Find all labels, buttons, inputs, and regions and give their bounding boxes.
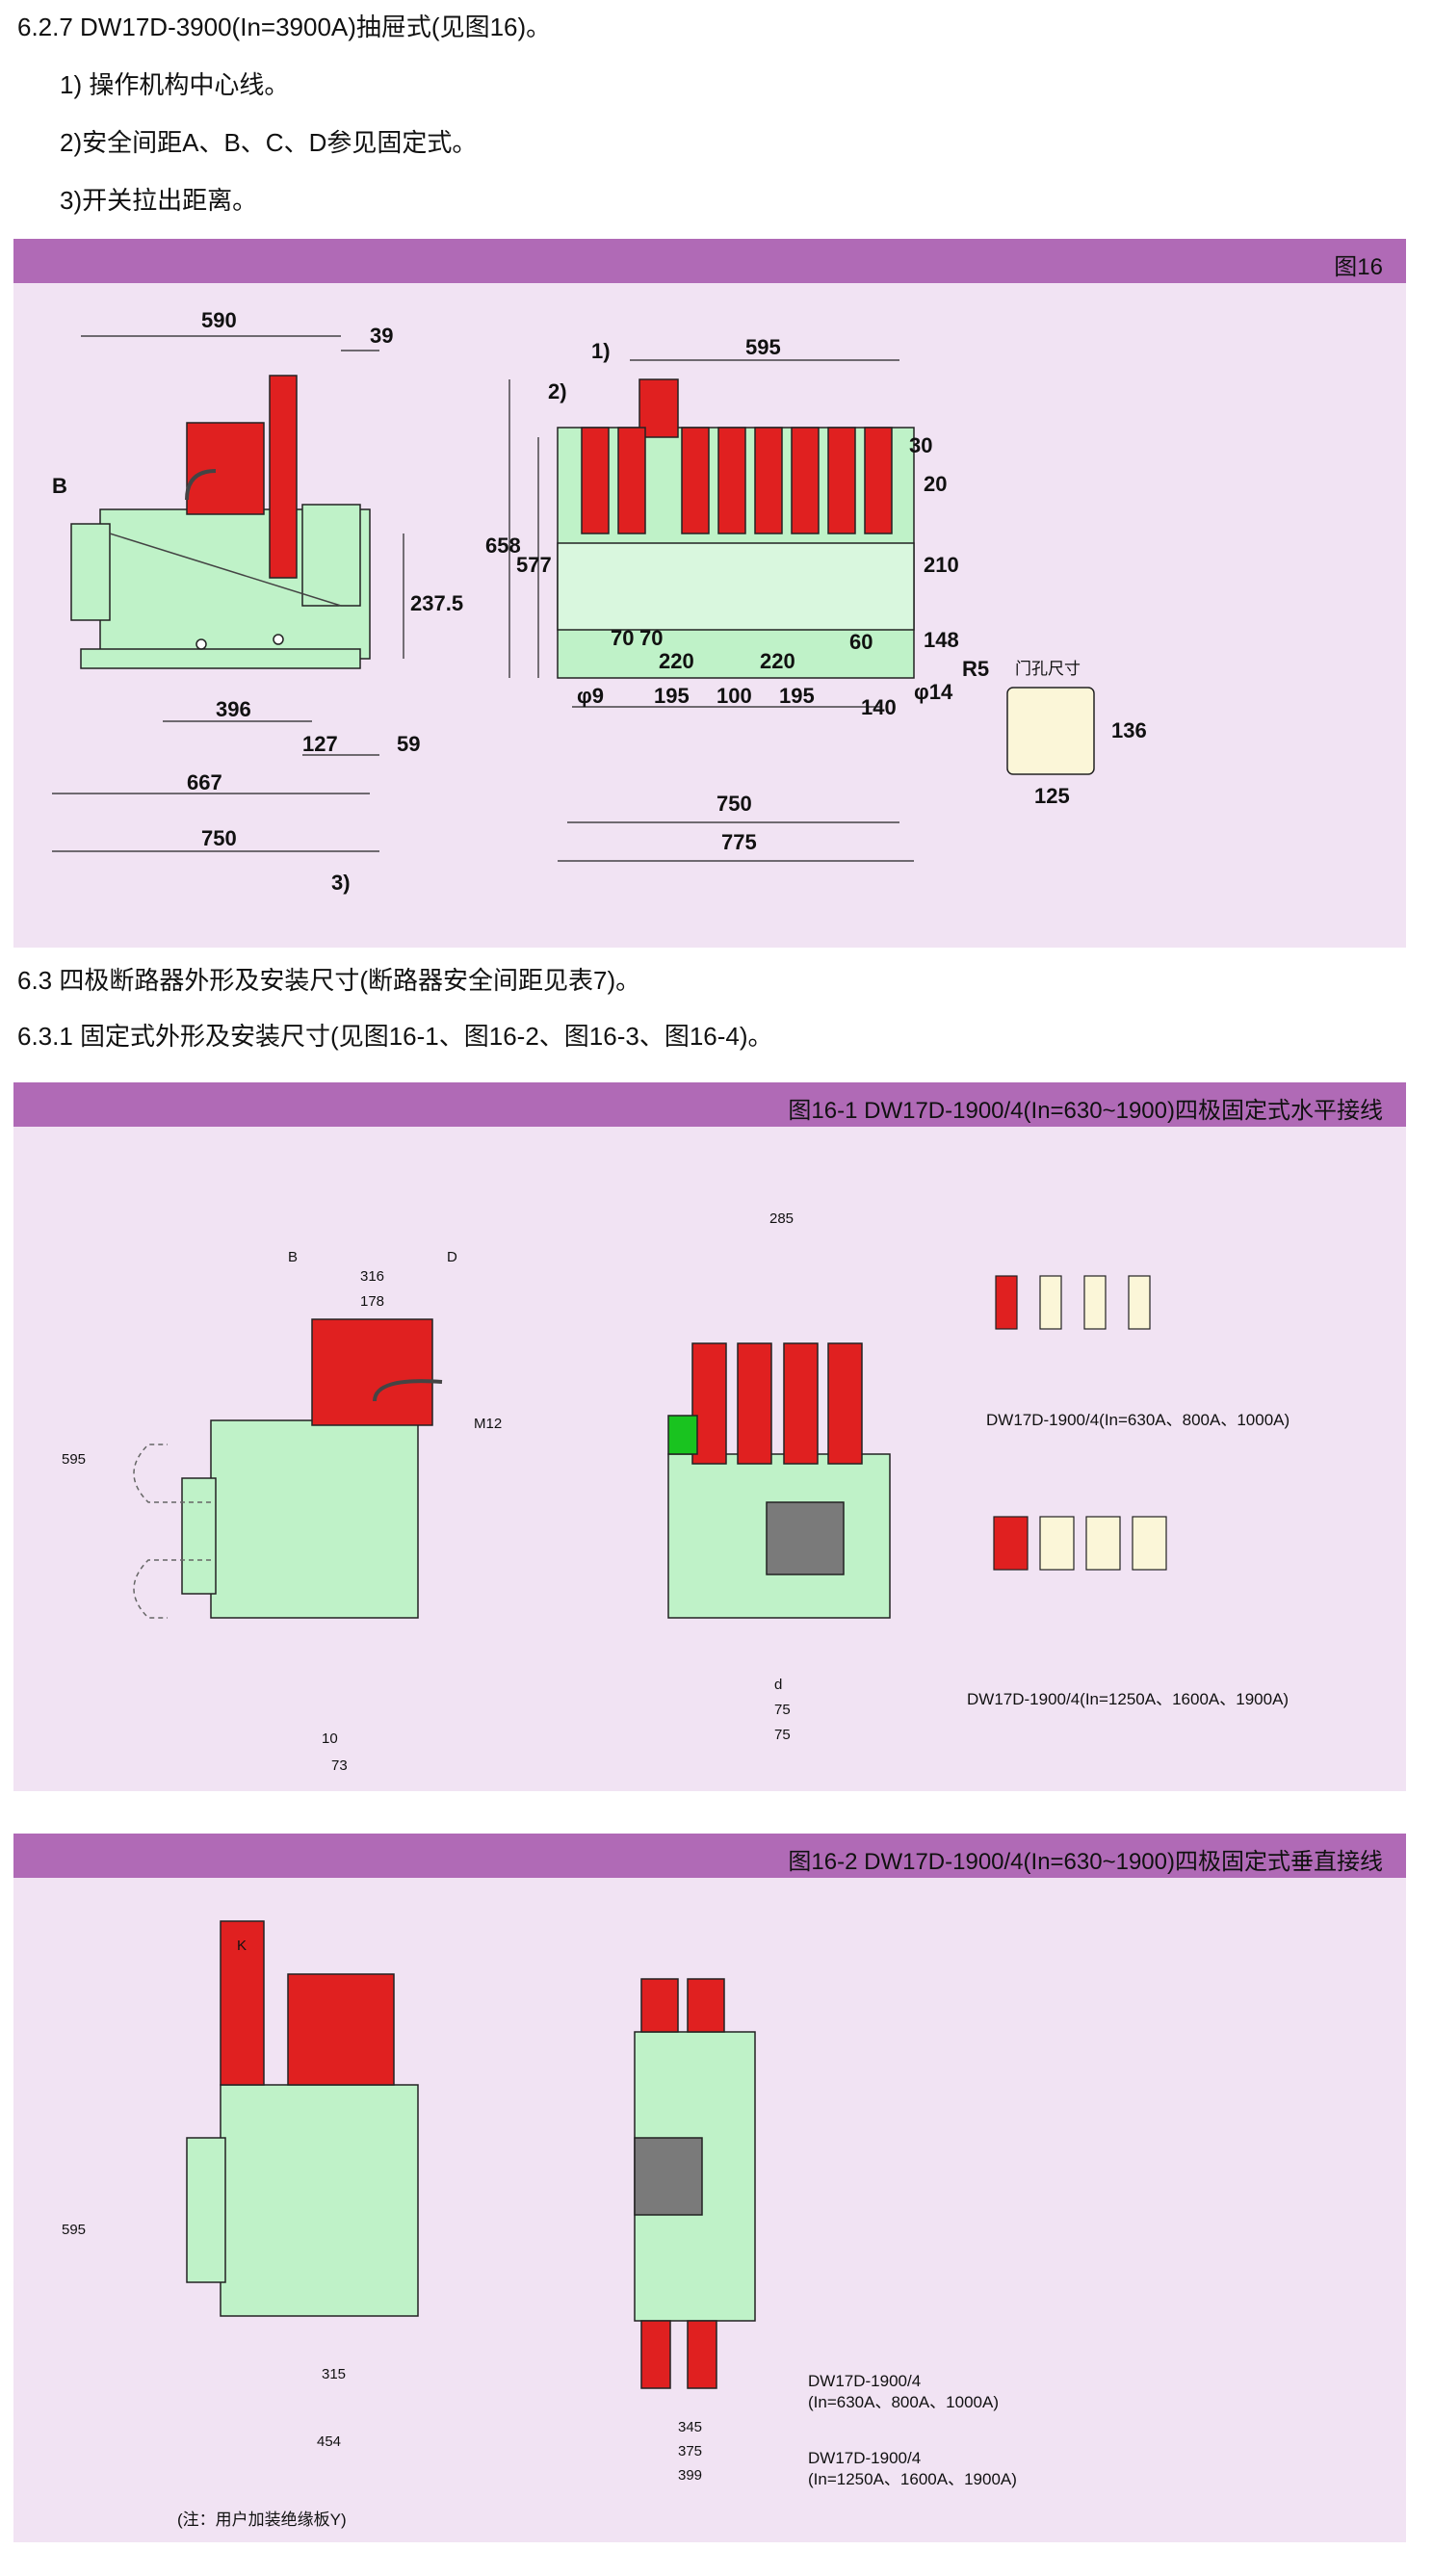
dim-59: 59: [397, 732, 420, 756]
dim-b: B: [288, 1249, 298, 1265]
caption-2: DW17D-1900/4(In=1250A、1600A、1900A): [967, 1690, 1289, 1708]
figure-16-2-panel: K 595 315 454 345 375 399 DW17D-1900/4 (…: [13, 1878, 1406, 2542]
front-view-16-2: [634, 1978, 756, 2389]
caption-1: DW17D-1900/4(In=630A、800A、1000A): [986, 1411, 1290, 1429]
caption-3: DW17D-1900/4: [808, 2372, 921, 2390]
dim-750-side: 750: [201, 826, 237, 850]
section-6-3-1-heading: 6.3.1 固定式外形及安装尺寸(见图16-1、图16-2、图16-3、图16-…: [17, 1022, 773, 1051]
dim-315: d: [774, 1677, 782, 1693]
dim-595: 595: [62, 2222, 86, 2238]
figure-16-2-title-bar: 图16-2 DW17D-1900/4(In=630~1900)四极固定式垂直接线: [13, 1834, 1406, 1878]
dim-148: 148: [924, 628, 959, 652]
dim-658: 658: [485, 533, 521, 558]
figure-16-1-title-bar: 图16-1 DW17D-1900/4(In=630~1900)四极固定式水平接线: [13, 1082, 1406, 1127]
dim-364: 10: [322, 1730, 338, 1747]
note-item-3: 3)开关拉出距离。: [60, 186, 258, 215]
dim-phi14: φ14: [914, 680, 953, 704]
terminal-detail-1: [995, 1275, 1151, 1330]
side-view: [70, 375, 371, 669]
dim-220a: 220: [659, 649, 694, 673]
dim-210: 210: [924, 553, 959, 577]
dim-750-front: 750: [716, 792, 752, 816]
dim-316: 316: [360, 1268, 384, 1285]
dim-404: 73: [331, 1757, 348, 1774]
figure-16-2-drawing: K 595 315 454 345 375 399 DW17D-1900/4 (…: [62, 1920, 1017, 2529]
dim-345: 75: [774, 1702, 791, 1718]
note-item-2: 2)安全间距A、B、C、D参见固定式。: [60, 128, 478, 157]
caption-5: DW17D-1900/4: [808, 2449, 921, 2467]
note-item-1: 1) 操作机构中心线。: [60, 70, 290, 99]
insulation-note: (注：用户加装绝缘板Y): [177, 2511, 347, 2529]
dim-b: B: [52, 474, 67, 498]
section-6-3-heading: 6.3 四极断路器外形及安装尺寸(断路器安全间距见表7)。: [17, 966, 641, 995]
dim-pullout: 3): [331, 871, 351, 895]
dim-125: 125: [1034, 784, 1070, 808]
front-view-dim-lines: [508, 359, 914, 862]
dim-70b: 70: [639, 626, 663, 650]
caption-6: (In=1250A、1600A、1900A): [808, 2470, 1017, 2488]
side-view-16-1: [133, 1318, 443, 1619]
dim-127: 127: [302, 732, 338, 756]
dim-375: 375: [678, 2443, 702, 2459]
dim-phi9: φ9: [577, 684, 604, 708]
figure-16-drawing: 590 39 B 237.5 396 127 59 667 750 3): [52, 308, 1147, 895]
dim-60: 60: [849, 630, 873, 654]
dim-590: 590: [201, 308, 237, 332]
dim-140: 140: [861, 695, 897, 719]
dim-381: 75: [774, 1727, 791, 1743]
dim-454: 454: [317, 2433, 341, 2450]
dim-d: D: [447, 1249, 457, 1265]
dim-r5: R5: [962, 657, 989, 681]
dim-m12: M12: [474, 1416, 502, 1432]
figure-16-title: 图16: [1334, 254, 1383, 280]
dim-20: 20: [924, 472, 947, 496]
front-view: [557, 378, 915, 679]
dim-2: 2): [548, 379, 567, 403]
figure-16-1-title: 图16-1 DW17D-1900/4(In=630~1900)四极固定式水平接线: [788, 1098, 1383, 1124]
dim-100: 100: [716, 684, 752, 708]
dim-k: K: [237, 1938, 247, 1954]
figure-16-panel: 590 39 B 237.5 396 127 59 667 750 3): [13, 283, 1406, 948]
figure-16-1-drawing: B D 316 178 595 M12 10 73 285 d 75 75 DW…: [62, 1210, 1290, 1774]
dim-178: 178: [360, 1293, 384, 1310]
caption-4: (In=630A、800A、1000A): [808, 2393, 999, 2411]
dim-136: 136: [1111, 718, 1147, 742]
door-hole-label: 门孔尺寸: [1015, 660, 1081, 678]
figure-16-2-title: 图16-2 DW17D-1900/4(In=630~1900)四极固定式垂直接线: [788, 1849, 1383, 1875]
front-view-16-1: [667, 1342, 891, 1619]
dim-595: 595: [62, 1451, 86, 1468]
dim-775: 775: [721, 830, 757, 854]
dim-1: 1): [591, 339, 611, 363]
section-6-2-7-heading: 6.2.7 DW17D-3900(In=3900A)抽屉式(见图16)。: [17, 13, 552, 41]
dim-39: 39: [370, 324, 393, 348]
side-view-16-2: [186, 1920, 419, 2317]
dim-195a: 195: [654, 684, 690, 708]
dim-315: 315: [322, 2366, 346, 2382]
dim-285: 285: [769, 1210, 794, 1227]
figure-16-1-panel: B D 316 178 595 M12 10 73 285 d 75 75 DW…: [13, 1127, 1406, 1791]
dim-577: 577: [516, 553, 552, 577]
dim-195b: 195: [779, 684, 815, 708]
terminal-detail-2: [993, 1516, 1167, 1571]
dim-396: 396: [216, 697, 251, 721]
door-hole: [1006, 687, 1095, 775]
dim-667: 667: [187, 770, 222, 794]
dim-595: 595: [745, 335, 781, 359]
dim-70a: 70: [611, 626, 634, 650]
dim-237-5: 237.5: [410, 591, 463, 615]
dim-30: 30: [909, 433, 932, 457]
figure-16-title-bar: 图16: [13, 239, 1406, 283]
dim-345: 345: [678, 2419, 702, 2435]
dim-220b: 220: [760, 649, 795, 673]
side-view-dim-lines: [52, 335, 404, 852]
dim-399: 399: [678, 2467, 702, 2484]
